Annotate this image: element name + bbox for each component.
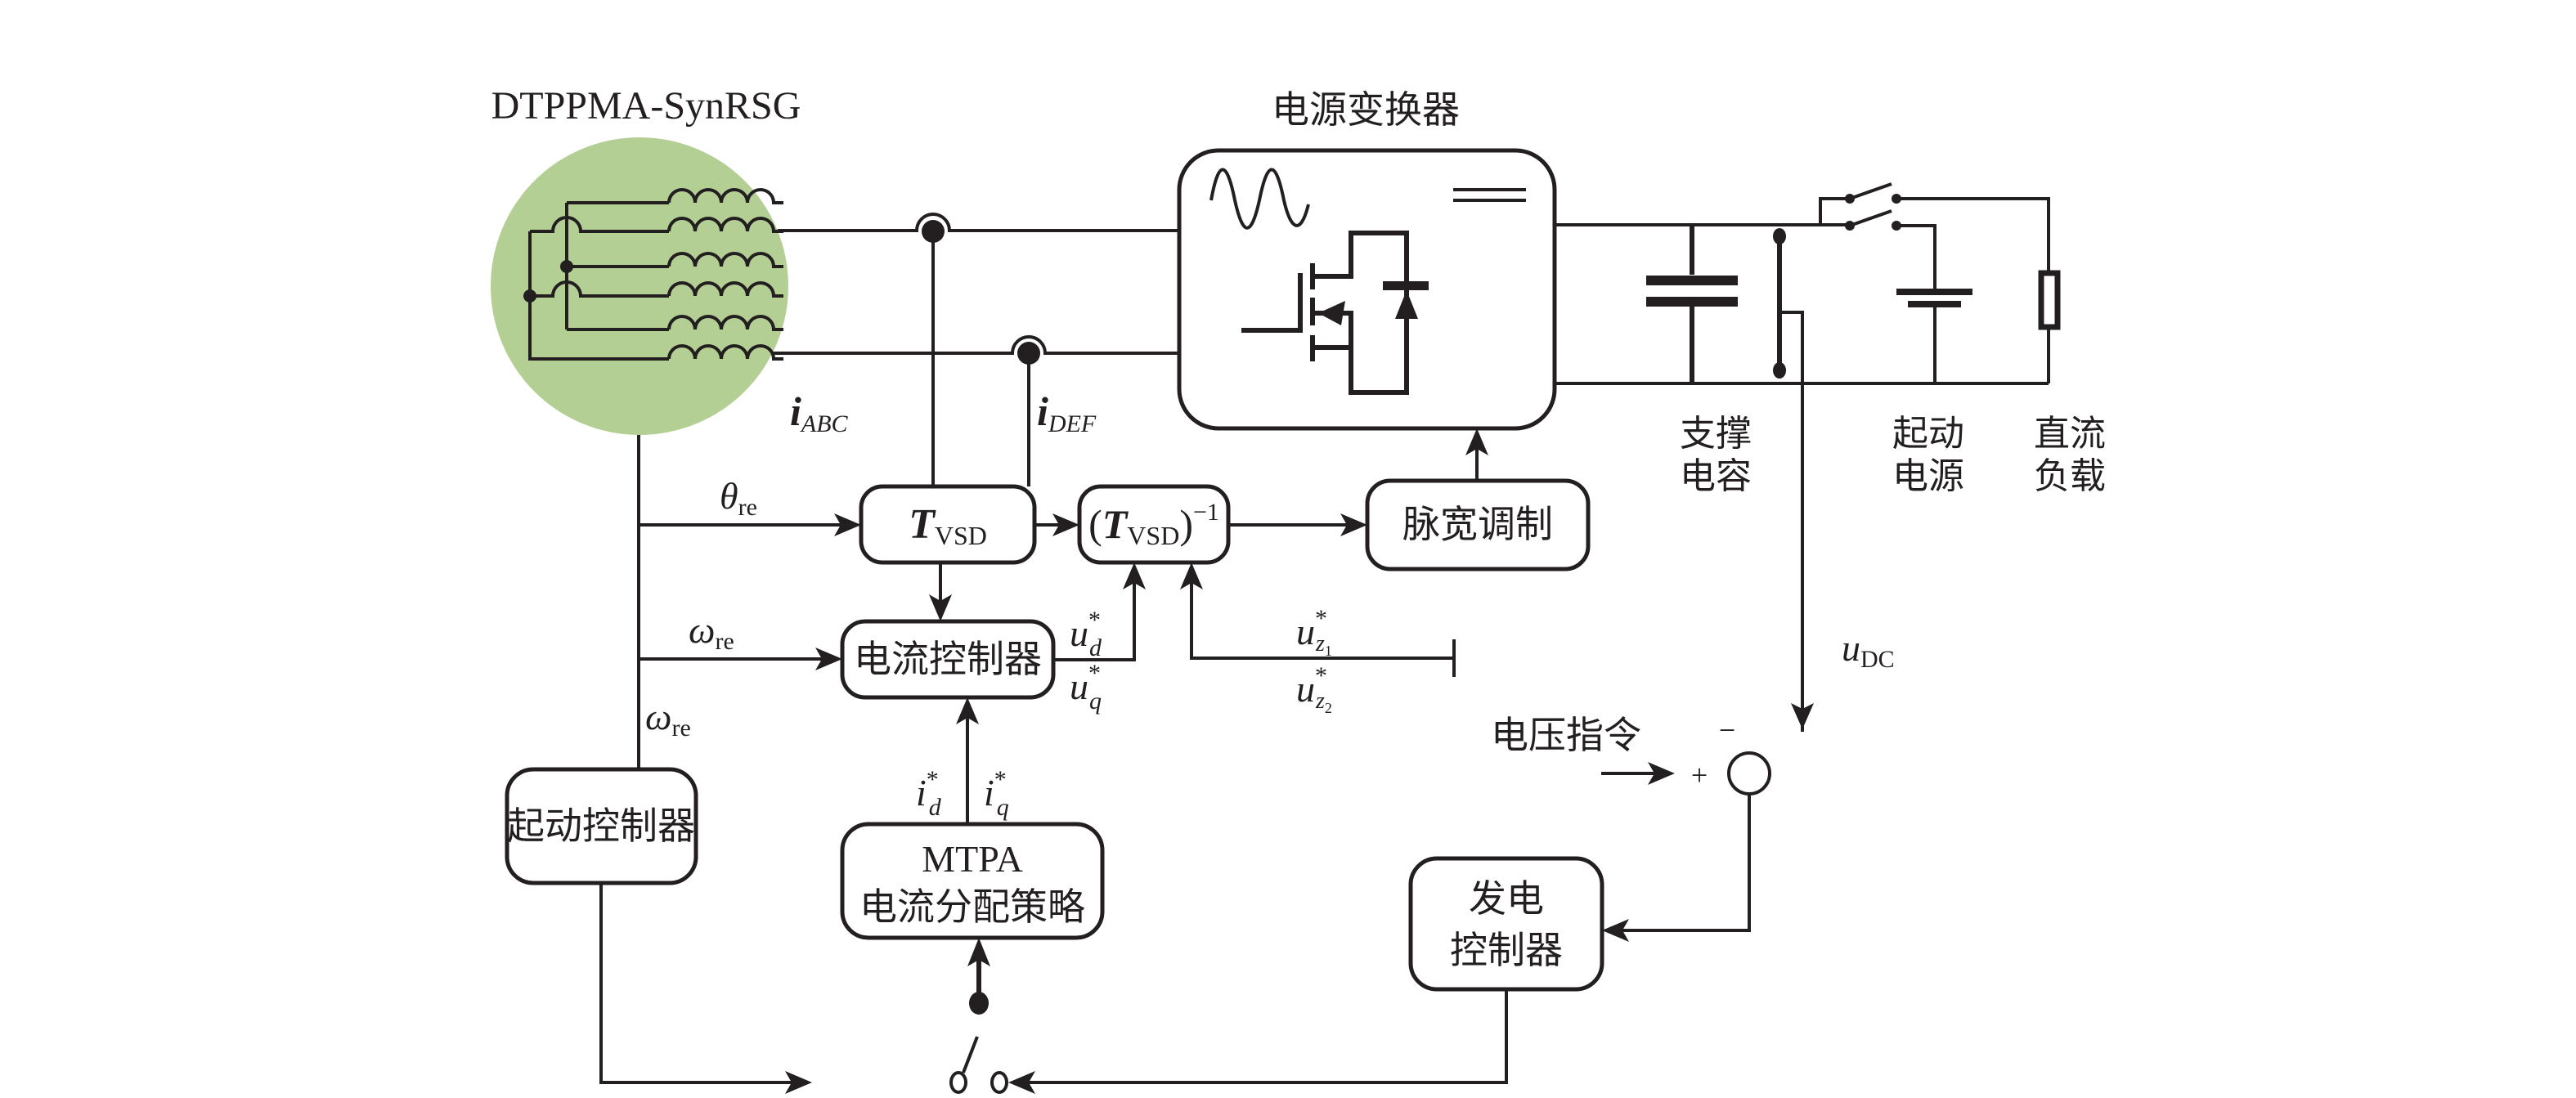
coil-winding [667, 315, 783, 331]
machine: DTPPMA-SynRSG [491, 84, 801, 435]
voltage-sensor-icon [1773, 228, 1804, 711]
start-source-label: 电源 [1892, 455, 1964, 497]
coil-winding [667, 188, 783, 204]
u-z2-label: u*z2 [1296, 662, 1332, 716]
omega-re-label: ωre [645, 696, 691, 742]
dc-side-labels: 支撑 电容 起动 电源 直流 负载 [1680, 413, 2106, 497]
capacitor-label: 支撑 [1680, 413, 1752, 455]
contactor-switch-icon [1819, 182, 2050, 289]
u-z1-label: u*z1 [1296, 605, 1332, 659]
start-controller-label: 起动控制器 [507, 804, 695, 848]
resistor-icon [2038, 270, 2061, 383]
pwm-label: 脉宽调制 [1402, 502, 1553, 546]
converter-box [1177, 148, 1557, 431]
machine-label: DTPPMA-SynRSG [491, 84, 801, 128]
gen-controller-label: 控制器 [1450, 928, 1563, 972]
omega-re-label: ωre [689, 609, 734, 655]
dc-bus [1555, 182, 2061, 711]
six-phase-winding-icon [523, 188, 783, 361]
start-source-label: 起动 [1892, 413, 1964, 455]
minus-sign: − [1719, 714, 1735, 746]
generation-controller-block: 发电 控制器 [1408, 856, 1604, 992]
coil-winding [667, 252, 783, 268]
dc-load-label: 负载 [2034, 455, 2106, 497]
mtpa-block: MTPA 电流分配策略 [840, 822, 1105, 940]
machine-to-converter-wires [773, 213, 1179, 486]
coil-winding [667, 217, 783, 233]
voltage-reference-label: 电压指令 [1491, 713, 1641, 757]
coil-winding [667, 281, 783, 298]
battery-icon [1896, 289, 1972, 383]
u-dc-label: uDC [1842, 627, 1895, 673]
u-q-label: u*q [1070, 660, 1102, 715]
dc-load-label: 直流 [2034, 413, 2106, 455]
inverse-tvsd-label: (TVSD)−1 [1088, 499, 1219, 550]
coil-winding [667, 344, 783, 361]
pwm-block: 脉宽调制 [1365, 478, 1591, 571]
plus-sign: + [1691, 759, 1708, 791]
tvsd-transform-block: TVSD [859, 484, 1037, 565]
winding-neutral-dot [560, 260, 573, 273]
mode-selector-switch[interactable] [949, 938, 1008, 1094]
ac-sine-icon [1209, 168, 1310, 230]
inverse-tvsd-transform-block: (TVSD)−1 [1077, 484, 1231, 565]
theta-re-label: θre [720, 475, 757, 521]
start-controller-block: 起动控制器 [505, 767, 698, 885]
i-abc-label: iABC [790, 388, 849, 437]
capacitor-icon [1646, 225, 1738, 383]
capacitor-label: 电容 [1680, 455, 1752, 497]
power-converter: 电源变换器 [1177, 87, 1557, 431]
winding-neutral-dot [523, 289, 536, 303]
current-controller-label: 电流控制器 [854, 637, 1042, 681]
summing-junction: + − [1602, 714, 1771, 942]
i-def-label: iDEF [1037, 388, 1097, 437]
gen-controller-label: 发电 [1469, 876, 1544, 921]
mtpa-strategy-label: 电流分配策略 [859, 885, 1085, 929]
current-controller-block: 电流控制器 [840, 619, 1056, 700]
dc-double-line-icon [1453, 188, 1526, 202]
i-d-ref-label: i*d [916, 766, 942, 821]
i-q-ref-label: i*q [984, 766, 1009, 821]
u-d-label: u*d [1070, 607, 1102, 661]
mtpa-label: MTPA [922, 838, 1023, 880]
mosfet-with-diode-icon [1241, 231, 1429, 395]
converter-title: 电源变换器 [1272, 87, 1460, 132]
tvsd-label: TVSD [909, 501, 987, 550]
